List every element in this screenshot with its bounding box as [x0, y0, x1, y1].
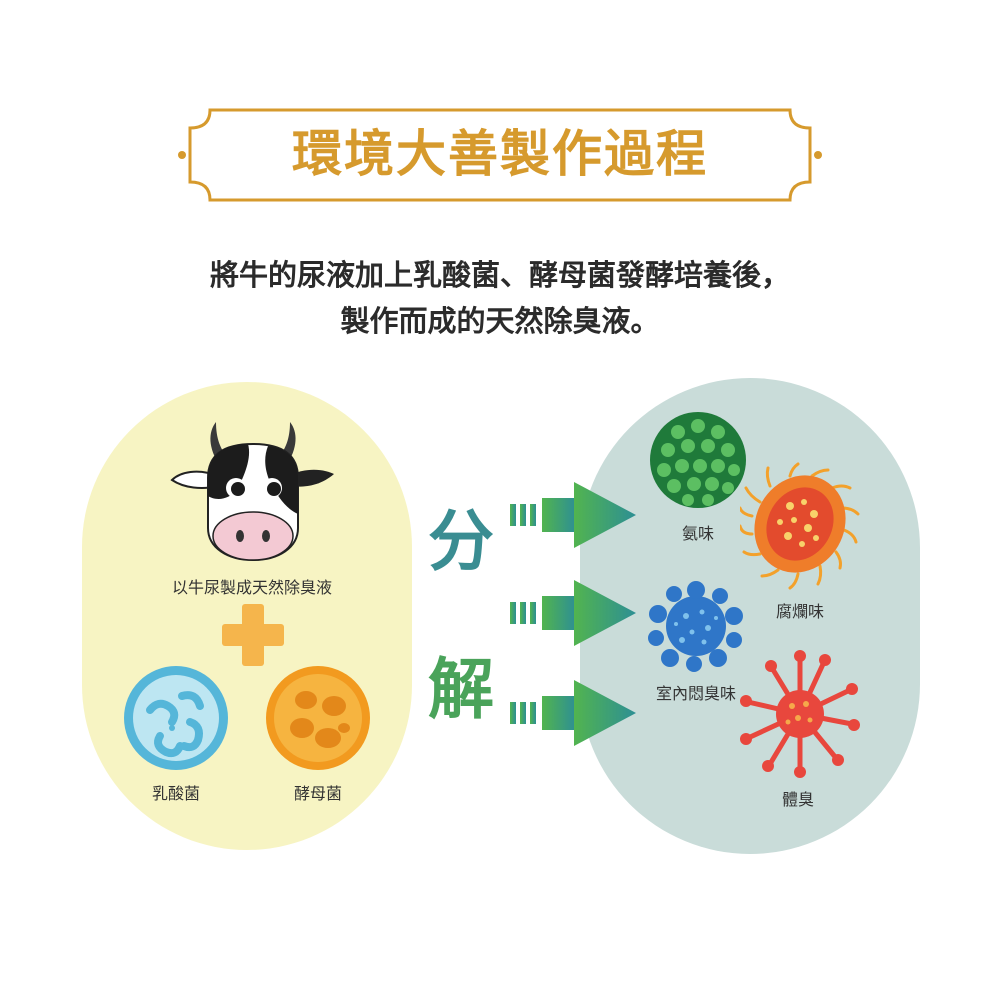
cow-icon	[170, 422, 334, 562]
indoor-odor-label: 室內悶臭味	[655, 684, 736, 703]
decompose-char-1: 分	[428, 503, 494, 580]
body-odor-label: 體臭	[781, 790, 814, 809]
body-odor-germ-icon	[740, 650, 860, 778]
yeast-icon	[266, 666, 370, 770]
arrow-icon	[510, 482, 636, 548]
lactic-acid-bacteria-icon	[124, 666, 228, 770]
rot-germ-icon	[740, 462, 860, 590]
rot-label: 腐爛味	[775, 602, 824, 621]
plus-icon	[222, 604, 284, 666]
lactic-label: 乳酸菌	[151, 784, 200, 803]
indoor-odor-germ-icon	[648, 581, 743, 672]
decompose-char-2: 解	[428, 651, 494, 728]
cow-label: 以牛尿製成天然除臭液	[171, 578, 332, 597]
page-title: 環境大善製作過程	[292, 125, 708, 183]
ammonia-germ-icon	[650, 412, 746, 508]
arrow-icon	[510, 680, 636, 746]
intro-line-1: 將牛的尿液加上乳酸菌、酵母菌發酵培養後，	[209, 258, 790, 292]
arrow-icon	[510, 580, 636, 646]
arrows-group	[510, 482, 636, 746]
intro-line-2: 製作而成的天然除臭液。	[340, 304, 660, 338]
ammonia-label: 氨味	[681, 524, 714, 543]
title-frame	[178, 108, 822, 202]
yeast-label: 酵母菌	[293, 784, 342, 803]
right-panel	[580, 378, 920, 854]
